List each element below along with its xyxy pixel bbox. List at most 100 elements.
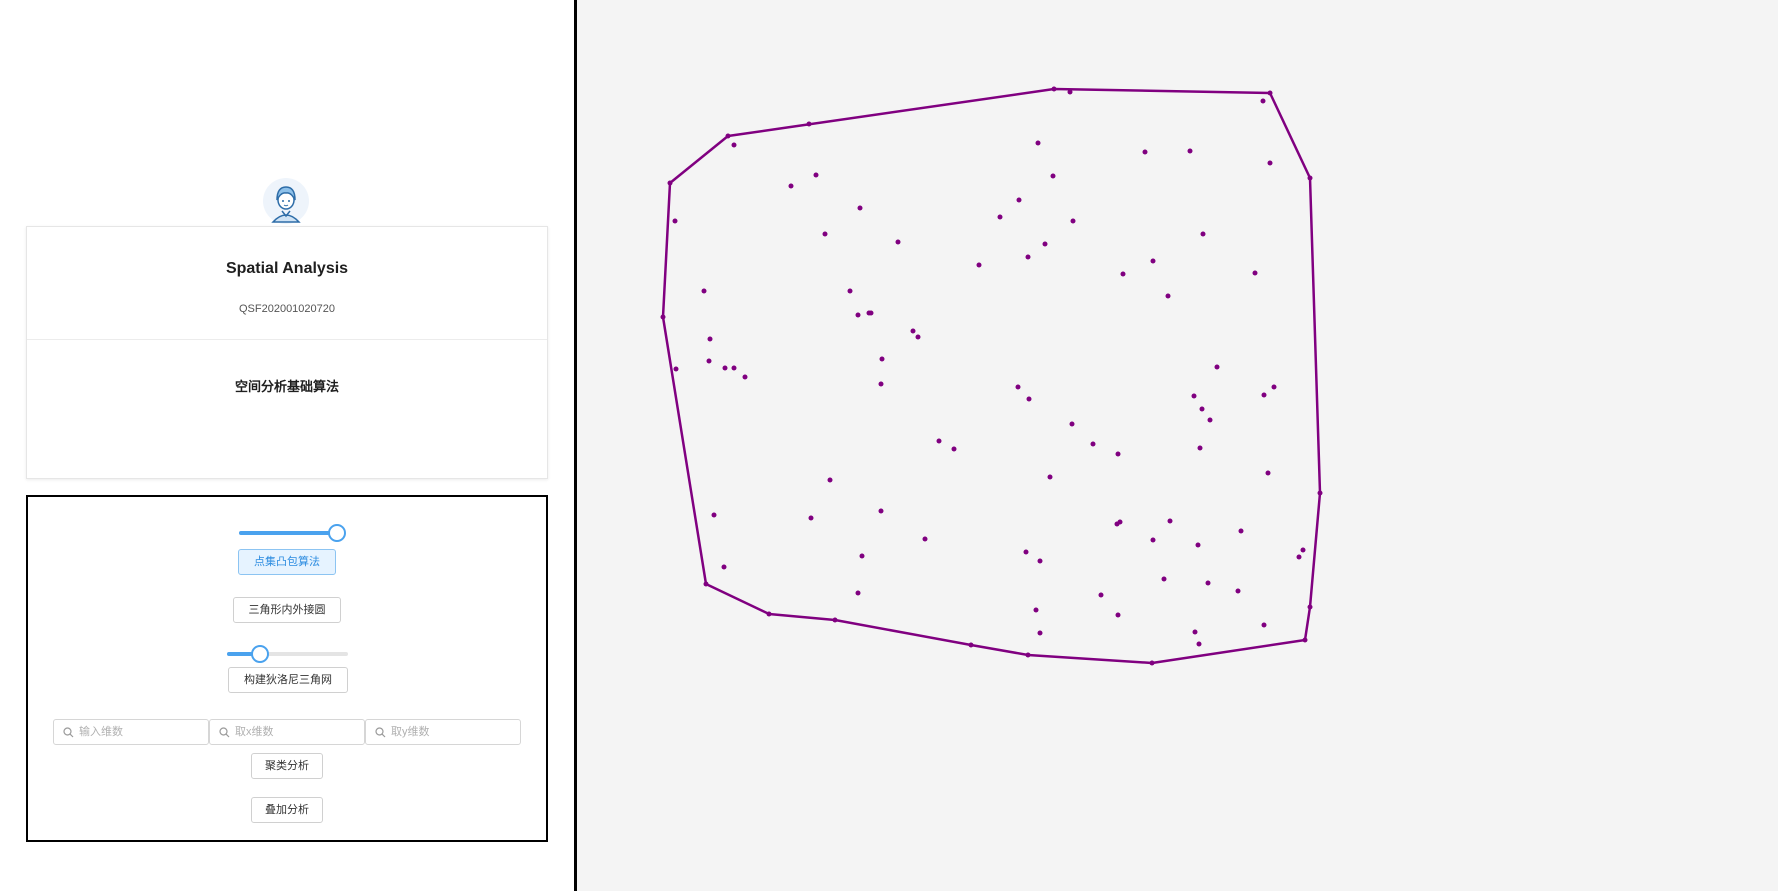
convex-hull-slider-fill xyxy=(239,531,337,535)
point-marker xyxy=(1033,607,1039,613)
search-icon xyxy=(63,727,74,738)
convex-hull-slider[interactable] xyxy=(239,524,346,542)
point-marker xyxy=(1191,393,1197,399)
point-marker xyxy=(868,310,874,316)
point-marker xyxy=(1150,258,1156,264)
delaunay-button[interactable]: 构建狄洛尼三角网 xyxy=(228,667,348,693)
point-marker xyxy=(936,438,942,444)
point-marker xyxy=(1115,612,1121,618)
point-marker xyxy=(859,553,865,559)
delaunay-slider-fill xyxy=(227,652,260,656)
user-avatar-icon-graphic xyxy=(264,179,308,223)
point-marker xyxy=(1042,241,1048,247)
point-marker xyxy=(1015,384,1021,390)
point-marker xyxy=(703,581,709,587)
point-marker xyxy=(1197,445,1203,451)
point-marker xyxy=(1195,542,1201,548)
point-marker xyxy=(832,617,838,623)
point-marker xyxy=(711,512,717,518)
point-marker xyxy=(722,365,728,371)
point-marker xyxy=(1200,231,1206,237)
app-code: QSF202001020720 xyxy=(238,303,336,315)
point-marker xyxy=(1187,148,1193,154)
point-marker xyxy=(1050,173,1056,179)
y-dimension-input[interactable] xyxy=(391,723,511,741)
dimension-input-box[interactable] xyxy=(53,719,209,745)
point-marker xyxy=(878,508,884,514)
point-marker xyxy=(1296,554,1302,560)
point-marker xyxy=(813,172,819,178)
point-marker xyxy=(806,121,812,127)
point-marker xyxy=(1098,592,1104,598)
point-marker xyxy=(922,536,928,542)
point-marker xyxy=(895,239,901,245)
cluster-analysis-button[interactable]: 聚类分析 xyxy=(251,753,323,779)
overlay-analysis-button[interactable]: 叠加分析 xyxy=(251,797,323,823)
point-marker xyxy=(847,288,853,294)
point-marker xyxy=(1196,641,1202,647)
point-marker xyxy=(976,262,982,268)
point-marker xyxy=(660,314,666,320)
delaunay-slider-handle[interactable] xyxy=(251,645,269,663)
triangle-circle-button[interactable]: 三角形内外接圆 xyxy=(233,597,341,623)
point-marker xyxy=(1238,528,1244,534)
point-marker xyxy=(1260,98,1266,104)
point-marker xyxy=(910,328,916,334)
convex-hull-button[interactable]: 点集凸包算法 xyxy=(238,549,336,575)
x-dimension-input[interactable] xyxy=(235,723,355,741)
point-marker xyxy=(855,312,861,318)
point-marker xyxy=(788,183,794,189)
point-marker xyxy=(808,515,814,521)
point-marker xyxy=(706,358,712,364)
point-marker xyxy=(701,288,707,294)
point-marker xyxy=(1114,521,1120,527)
point-marker xyxy=(1026,396,1032,402)
plot-canvas[interactable] xyxy=(577,0,1778,891)
point-marker xyxy=(1035,140,1041,146)
point-marker xyxy=(766,611,772,617)
point-marker xyxy=(1252,270,1258,276)
point-marker xyxy=(1214,364,1220,370)
point-marker xyxy=(1265,470,1271,476)
convex-hull-slider-handle[interactable] xyxy=(328,524,346,542)
point-marker xyxy=(1300,547,1306,553)
convex-hull-polygon xyxy=(661,87,1322,665)
point-marker xyxy=(1207,417,1213,423)
point-marker xyxy=(1302,637,1308,643)
app-description: 空间分析基础算法 xyxy=(234,379,339,394)
point-marker xyxy=(725,133,731,139)
point-marker xyxy=(1120,271,1126,277)
point-marker xyxy=(1070,218,1076,224)
point-marker xyxy=(1307,175,1313,181)
point-marker xyxy=(1037,630,1043,636)
plot-canvas-area[interactable] xyxy=(577,0,1778,891)
point-marker xyxy=(1261,622,1267,628)
point-marker xyxy=(1090,441,1096,447)
point-marker xyxy=(672,218,678,224)
point-marker xyxy=(673,366,679,372)
point-marker xyxy=(1192,629,1198,635)
point-marker xyxy=(997,214,1003,220)
point-marker xyxy=(1199,406,1205,412)
point-marker xyxy=(1267,90,1273,96)
dimension-input[interactable] xyxy=(79,723,199,741)
y-dimension-input-box[interactable] xyxy=(365,719,521,745)
sidebar-panel: Spatial Analysis QSF202001020720 空间分析基础算… xyxy=(0,0,577,891)
point-marker xyxy=(1267,160,1273,166)
point-marker xyxy=(1025,254,1031,260)
x-dimension-input-box[interactable] xyxy=(209,719,365,745)
delaunay-slider[interactable] xyxy=(227,645,348,663)
card-divider xyxy=(27,339,547,340)
point-marker xyxy=(1205,580,1211,586)
point-marker xyxy=(915,334,921,340)
user-avatar-icon xyxy=(263,178,309,224)
point-marker xyxy=(1271,384,1277,390)
point-marker xyxy=(667,180,673,186)
point-marker xyxy=(857,205,863,211)
point-marker xyxy=(742,374,748,380)
point-marker xyxy=(1317,490,1323,496)
point-marker xyxy=(827,477,833,483)
search-icon xyxy=(375,727,386,738)
point-marker xyxy=(951,446,957,452)
point-marker xyxy=(1047,474,1053,480)
